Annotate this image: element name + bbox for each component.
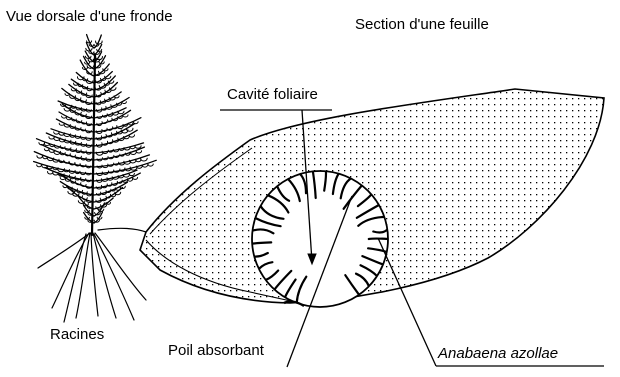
frond-leaflet	[44, 149, 49, 151]
frond-leaflet	[133, 177, 138, 179]
frond-leaflet	[37, 156, 43, 158]
label-leaf-cavity: Cavité foliaire	[227, 86, 318, 104]
frond-leaflet	[141, 158, 148, 161]
label-roots: Racines	[50, 326, 104, 344]
frond-leaflet	[135, 146, 141, 149]
frond-leaflet	[136, 151, 142, 153]
frond-leaflet	[148, 164, 153, 166]
frond-leaflet	[48, 172, 53, 175]
label-frond-dorsal-view: Vue dorsale d'une fronde	[6, 8, 173, 26]
leaf-section	[140, 89, 604, 307]
leaf-cavity	[252, 171, 388, 307]
roots	[38, 228, 146, 322]
cavity-hair	[252, 242, 271, 243]
label-leaf-section: Section d'une feuille	[355, 16, 489, 34]
label-absorbent-hair: Poil absorbant	[168, 342, 264, 360]
label-anabaena: Anabaena azollae	[438, 345, 558, 363]
frond-leaflet	[54, 132, 59, 134]
frond-leaflet	[37, 165, 42, 167]
frond-illustration	[34, 35, 157, 235]
frond-leaflet	[129, 173, 135, 175]
frond-leaflet	[49, 137, 55, 139]
